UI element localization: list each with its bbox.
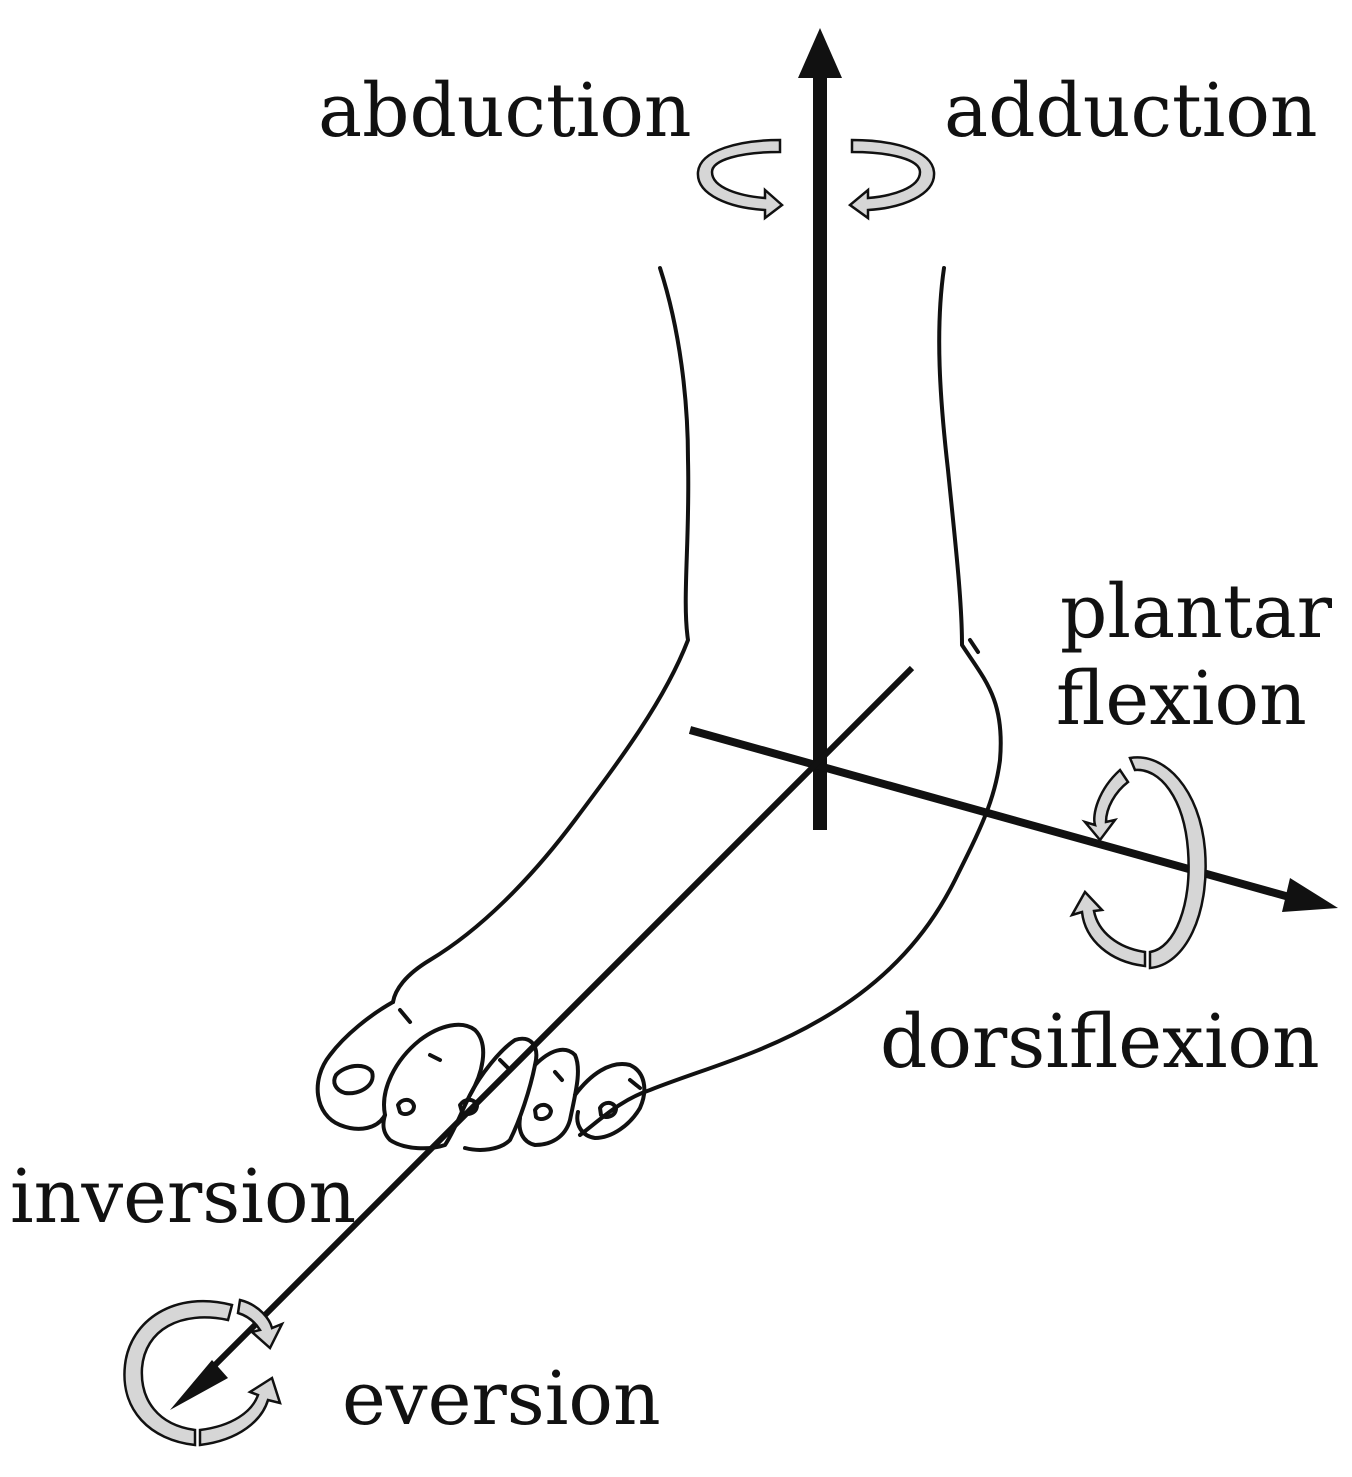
inversion-label: inversion — [10, 1154, 357, 1240]
lateral-axis — [688, 726, 1338, 912]
flexion-rotation-icon — [1069, 756, 1207, 970]
dorsiflexion-label: dorsiflexion — [880, 999, 1320, 1085]
inversion-eversion-rotation-icon — [123, 1298, 285, 1447]
abduction-rotation-icon — [696, 138, 784, 221]
abduction-label: abduction — [318, 68, 692, 154]
longitudinal-axis — [170, 665, 915, 1410]
plantar-label: plantar — [1060, 569, 1333, 655]
adduction-rotation-icon — [847, 138, 936, 221]
eversion-label: eversion — [342, 1356, 661, 1442]
adduction-label: adduction — [944, 68, 1318, 154]
vertical-axis — [798, 28, 842, 830]
foot-outline — [315, 266, 1003, 1152]
flexion-label: flexion — [1056, 656, 1307, 742]
